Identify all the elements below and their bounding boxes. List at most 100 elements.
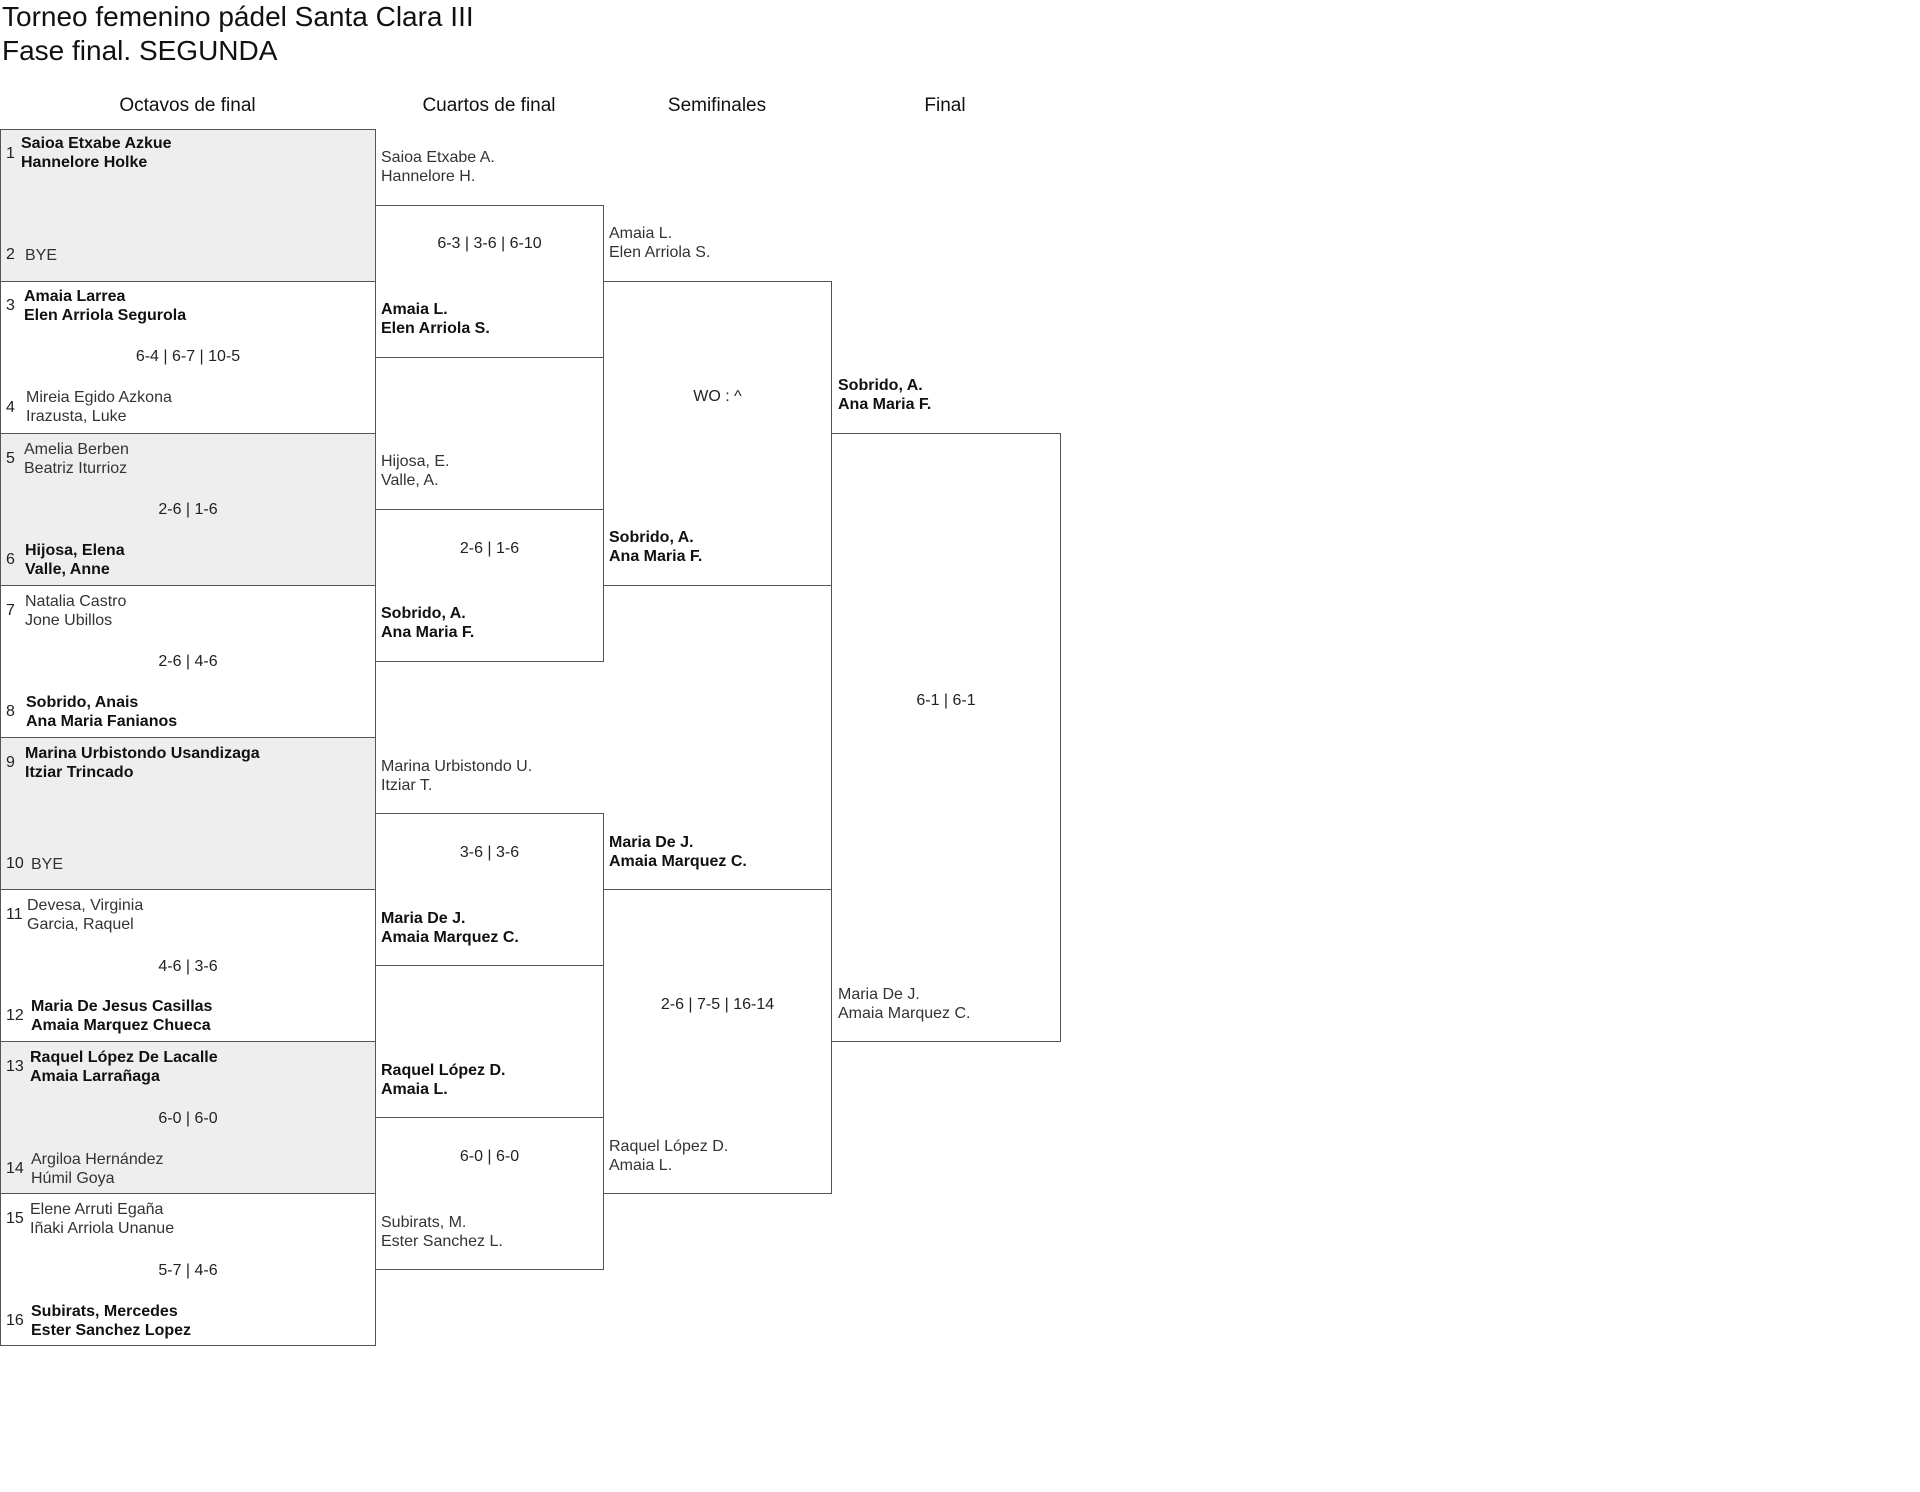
seed-number: 11: [6, 906, 23, 923]
player-name: Elen Arriola S.: [381, 320, 490, 337]
r16-m1-team-a: Saioa Etxabe Azkue Hannelore Holke: [21, 134, 172, 172]
seed-number: 13: [6, 1058, 24, 1075]
player-name: Raquel López D.: [609, 1138, 729, 1155]
seed-number: 9: [6, 754, 15, 771]
r16-m8-score: 5-7 | 4-6: [158, 1262, 218, 1279]
player-name: Húmil Goya: [31, 1170, 115, 1187]
player-name: Ester Sanchez L.: [381, 1233, 503, 1250]
player-name: Garcia, Raquel: [27, 916, 134, 933]
r16-m4-team-a: Natalia Castro Jone Ubillos: [25, 592, 126, 630]
qf-m4-team-a: Raquel López D. Amaia L.: [381, 1061, 505, 1099]
sf-m2-team-a: Maria De J. Amaia Marquez C.: [609, 833, 747, 871]
player-name: Ana Maria F.: [381, 624, 475, 641]
player-name: Iñaki Arriola Unanue: [30, 1220, 175, 1237]
player-name: Sobrido, A.: [838, 377, 923, 394]
r16-m2-team-a: Amaia Larrea Elen Arriola Segurola: [24, 287, 186, 325]
qf-m4-team-b: Subirats, M. Ester Sanchez L.: [381, 1213, 503, 1251]
player-name: Ana Maria Fanianos: [26, 713, 178, 730]
seed-number: 5: [6, 450, 15, 467]
player-name: Marina Urbistondo Usandizaga: [25, 745, 260, 762]
r16-m3-score: 2-6 | 1-6: [158, 501, 218, 518]
player-name: Argiloa Hernández: [31, 1151, 164, 1168]
seed-number: 16: [6, 1312, 24, 1329]
qf-m2-team-a: Hijosa, E. Valle, A.: [381, 452, 449, 490]
player-name: Amaia Marquez Chueca: [31, 1017, 211, 1034]
player-name: Elene Arruti Egaña: [30, 1201, 164, 1218]
sf-m2-team-b: Raquel López D. Amaia L.: [609, 1137, 728, 1175]
player-name: Hannelore Holke: [21, 154, 148, 171]
qf-m1-team-a: Saioa Etxabe A. Hannelore H.: [381, 148, 495, 186]
seed-number: 8: [6, 703, 15, 720]
r16-m7-team-b: Argiloa Hernández Húmil Goya: [31, 1150, 164, 1188]
player-name: Amaia L.: [381, 301, 448, 318]
r16-m8-team-b: Subirats, Mercedes Ester Sanchez Lopez: [31, 1302, 191, 1340]
player-name: Hijosa, E.: [381, 453, 450, 470]
player-name: Ester Sanchez Lopez: [31, 1322, 192, 1339]
player-name: Beatriz Iturrioz: [24, 460, 128, 477]
player-name: Hijosa, Elena: [25, 542, 125, 559]
player-name: Saioa Etxabe A.: [381, 149, 495, 166]
qf-m1-team-b: Amaia L. Elen Arriola S.: [381, 300, 490, 338]
qf-m2-score: 2-6 | 1-6: [459, 540, 520, 557]
sf-m2-score: 2-6 | 7-5 | 16-14: [660, 996, 775, 1013]
player-name: Sobrido, A.: [381, 605, 466, 622]
page-title: Torneo femenino pádel Santa Clara III: [2, 1, 474, 32]
player-name: Jone Ubillos: [25, 612, 113, 629]
final-team-b: Maria De J. Amaia Marquez C.: [838, 985, 971, 1023]
qf-m4-score: 6-0 | 6-0: [459, 1148, 520, 1165]
player-name: Subirats, Mercedes: [31, 1303, 178, 1320]
seed-number: 3: [6, 297, 15, 314]
player-name: Elen Arriola Segurola: [24, 307, 187, 324]
r16-m3-team-a: Amelia Berben Beatriz Iturrioz: [24, 440, 129, 478]
seed-number: 6: [6, 551, 15, 568]
round-header-qf: Cuartos de final: [422, 95, 556, 116]
r16-m2-score: 6-4 | 6-7 | 10-5: [135, 348, 241, 365]
r16-m6-team-a: Devesa, Virginia Garcia, Raquel: [27, 896, 143, 934]
page-subtitle: Fase final. SEGUNDA: [2, 35, 278, 66]
r16-m5-team-b: BYE: [31, 855, 63, 874]
r16-m8-team-a: Elene Arruti Egaña Iñaki Arriola Unanue: [30, 1200, 174, 1238]
player-name: Maria De J.: [381, 910, 466, 927]
player-name: Amelia Berben: [24, 441, 129, 458]
player-name: Maria De J.: [609, 834, 694, 851]
qf-m3-score: 3-6 | 3-6: [459, 844, 520, 861]
round-header-final: Final: [924, 95, 966, 116]
player-name: Raquel López De Lacalle: [30, 1049, 218, 1066]
player-name: Valle, Anne: [25, 561, 110, 578]
player-name: Amaia Larrañaga: [30, 1068, 160, 1085]
seed-number: 7: [6, 602, 15, 619]
player-name: Ana Maria F.: [838, 396, 932, 413]
r16-match-7: [0, 1041, 376, 1194]
r16-m7-team-a: Raquel López De Lacalle Amaia Larrañaga: [30, 1048, 218, 1086]
r16-m1-team-b: BYE: [25, 246, 57, 265]
player-name: Maria De Jesus Casillas: [31, 998, 213, 1015]
player-name: Amaia Larrea: [24, 288, 126, 305]
r16-match-1: [0, 129, 376, 282]
r16-m6-score: 4-6 | 3-6: [158, 958, 218, 975]
player-name: Raquel López D.: [381, 1062, 506, 1079]
bye-label: BYE: [25, 247, 58, 264]
player-name: Maria De J.: [838, 986, 920, 1003]
sf-m1-team-a: Amaia L. Elen Arriola S.: [609, 224, 710, 262]
player-name: Amaia L.: [609, 1157, 673, 1174]
seed-number: 14: [6, 1160, 24, 1177]
player-name: Marina Urbistondo U.: [381, 758, 533, 775]
player-name: Itziar T.: [381, 777, 433, 794]
seed-number: 1: [6, 145, 15, 162]
r16-m4-team-b: Sobrido, Anais Ana Maria Fanianos: [26, 693, 177, 731]
r16-m5-team-a: Marina Urbistondo Usandizaga Itziar Trin…: [25, 744, 260, 782]
qf-m1-score: 6-3 | 3-6 | 6-10: [437, 235, 542, 252]
seed-number: 4: [6, 399, 15, 416]
player-name: Amaia L.: [381, 1081, 448, 1098]
player-name: Amaia L.: [609, 225, 673, 242]
r16-match-3: [0, 433, 376, 586]
r16-m6-team-b: Maria De Jesus Casillas Amaia Marquez Ch…: [31, 997, 212, 1035]
r16-m4-score: 2-6 | 4-6: [158, 653, 218, 670]
qf-m3-team-b: Maria De J. Amaia Marquez C.: [381, 909, 519, 947]
player-name: Elen Arriola S.: [609, 244, 711, 261]
seed-number: 15: [6, 1210, 24, 1227]
seed-number: 10: [6, 855, 24, 872]
final-score: 6-1 | 6-1: [916, 692, 976, 709]
final-match: [831, 433, 1061, 1042]
sf-m1-score: WO : ^: [693, 388, 742, 405]
